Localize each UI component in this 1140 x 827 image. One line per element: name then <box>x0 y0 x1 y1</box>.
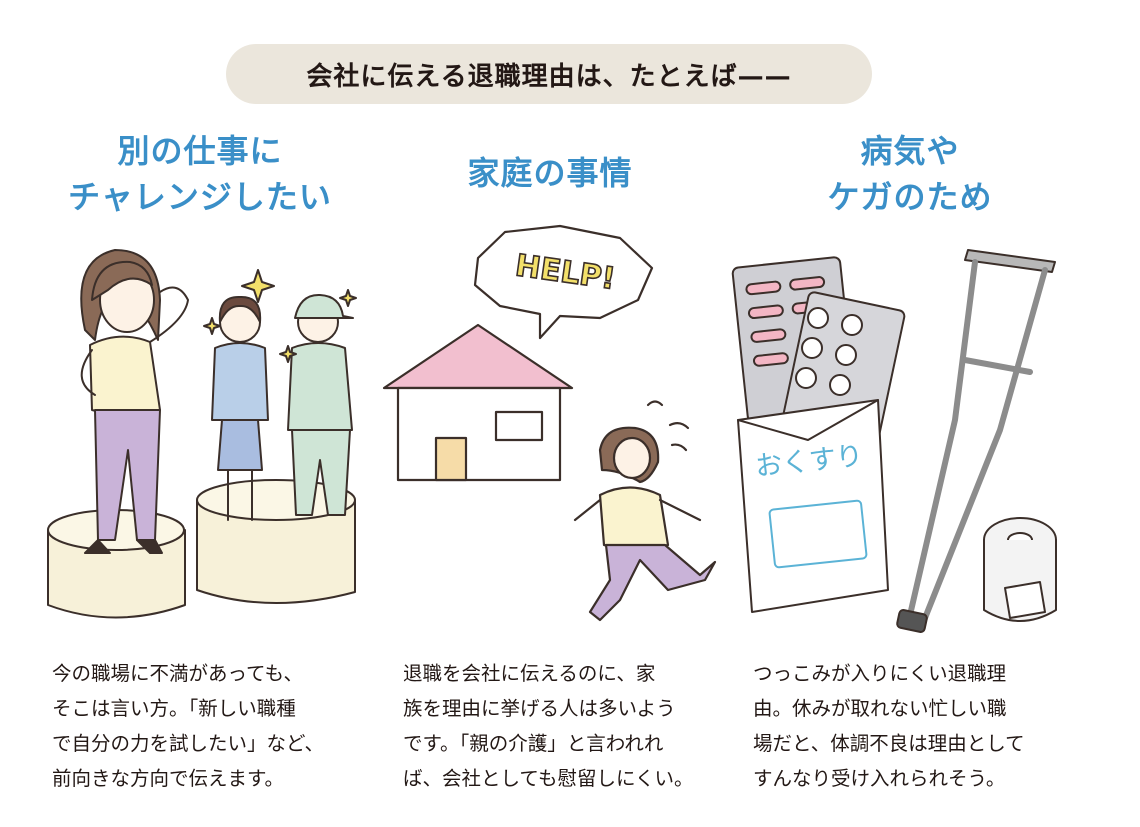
family-reasons-illustration <box>382 224 717 622</box>
heading-line: チャレンジしたい <box>68 178 332 216</box>
heading-new-challenge: 別の仕事に チャレンジしたい <box>40 128 360 220</box>
banner-title: 会社に伝える退職理由は、たとえば—— <box>226 44 872 104</box>
heading-family-reasons: 家庭の事情 <box>385 150 715 196</box>
heading-line: 別の仕事に <box>117 132 283 170</box>
career-change-illustration <box>47 249 357 619</box>
heading-line: 家庭の事情 <box>467 154 633 192</box>
illness-illustration <box>731 249 1057 633</box>
heading-line: ケガのため <box>827 178 993 216</box>
column-text-illness: つっこみが入りにくい退職理 由。休みが取れない忙しい職 場だと、体調不良は理由と… <box>753 662 1025 790</box>
column-text-family: 退職を会社に伝えるのに、家 族を理由に挙げる人は多いよう です。「親の介護」と言… <box>403 662 694 790</box>
heading-illness-injury: 病気や ケガのため <box>745 128 1075 220</box>
column-text-career: 今の職場に不満があっても、 そこは言い方。「新しい職種 で自分の力を試したい」な… <box>52 662 325 790</box>
heading-line: 病気や <box>860 132 960 170</box>
